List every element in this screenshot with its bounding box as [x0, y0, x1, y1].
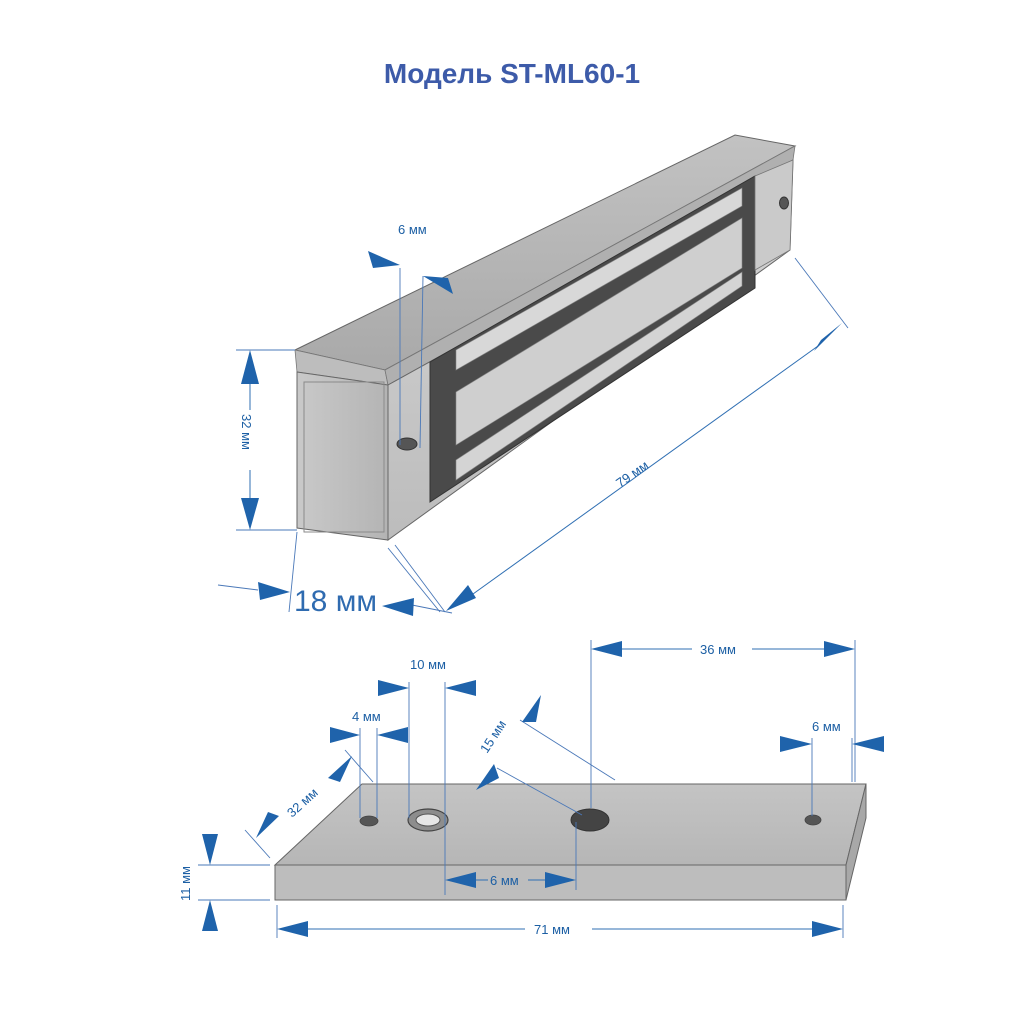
- dim-small-hole: 4 мм: [330, 709, 408, 818]
- dim-width: 18 мм: [217, 531, 453, 618]
- svg-text:6 мм: 6 мм: [490, 873, 519, 888]
- svg-text:6 мм: 6 мм: [812, 719, 841, 734]
- dim-spacing: 6 мм: [445, 822, 577, 890]
- armature-plate: [273, 783, 867, 901]
- maglock-coil-strip-mid: [455, 217, 743, 446]
- plate-side-face: [845, 783, 867, 901]
- svg-text:79 мм: 79 мм: [613, 458, 651, 491]
- svg-text:18 мм: 18 мм: [294, 585, 377, 618]
- svg-text:4 мм: 4 мм: [352, 709, 381, 724]
- maglock-coil-strip-top: [455, 187, 743, 371]
- maglock-body: [293, 134, 797, 541]
- plate-hole-small-left: [359, 815, 379, 827]
- maglock-mount-hole-right: [779, 196, 789, 210]
- svg-text:10 мм: 10 мм: [410, 657, 446, 672]
- dim-hole-width: 6 мм: [368, 222, 453, 449]
- svg-text:36 мм: 36 мм: [700, 642, 736, 657]
- svg-text:11 мм: 11 мм: [178, 866, 193, 901]
- maglock-right-panel: [754, 159, 794, 271]
- dim-thickness: 11 мм: [178, 834, 270, 931]
- svg-text:15 мм: 15 мм: [477, 717, 509, 755]
- dim-center-hole: 10 мм: [378, 657, 476, 895]
- page-title: Модель ST-ML60-1: [383, 58, 641, 89]
- svg-text:6 мм: 6 мм: [398, 222, 427, 237]
- svg-text:32 мм: 32 мм: [239, 414, 254, 450]
- plate-screw-center-inner: [415, 813, 441, 827]
- dim-height: 32 мм: [236, 349, 297, 531]
- maglock-end-panel: [303, 381, 385, 533]
- maglock-coil-strip-bot: [455, 271, 743, 481]
- svg-text:32 мм: 32 мм: [284, 785, 321, 820]
- svg-text:71 мм: 71 мм: [534, 922, 570, 937]
- dim-right-hole: 6 мм: [780, 719, 884, 816]
- maglock-mount-hole-left: [396, 437, 418, 451]
- plate-hole-small-right: [804, 814, 822, 826]
- dim-plate-length: 71 мм: [276, 905, 844, 938]
- dim-right-offset: 36 мм: [590, 640, 856, 808]
- maglock-end-face: [296, 371, 389, 541]
